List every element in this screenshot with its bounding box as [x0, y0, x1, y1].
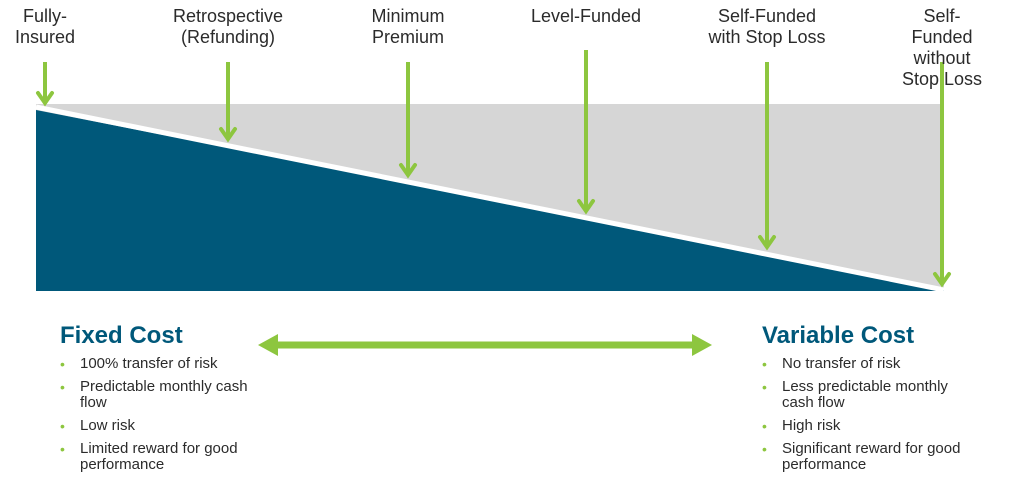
bullet-icon: • [762, 441, 767, 457]
spectrum-label: Self-Funded without Stop Loss [901, 6, 983, 89]
fixed-point: •100% transfer of risk [60, 355, 218, 373]
bullet-icon: • [60, 356, 65, 372]
down-arrow-icon [933, 62, 951, 288]
variable-point: •High risk [762, 417, 841, 435]
variable-point: •No transfer of risk [762, 355, 901, 373]
double-arrow [258, 334, 712, 356]
variable-cost-title: Variable Cost [762, 322, 915, 349]
bullet-icon: • [762, 418, 767, 434]
fixed-cost-title: Fixed Cost [60, 322, 183, 349]
spectrum-label: Self-Funded with Stop Loss [708, 6, 826, 47]
spectrum-label: Level-Funded [530, 6, 642, 26]
bullet-icon: • [60, 418, 65, 434]
spectrum-label: Fully- Insured [14, 6, 76, 47]
fixed-cost-panel: Fixed Cost •100% transfer of risk •Predi… [60, 322, 260, 480]
down-arrow-icon [758, 62, 776, 251]
fixed-point: •Low risk [60, 417, 136, 435]
bullet-icon: • [762, 379, 767, 395]
variable-point: •Less predictable monthly cash flow [762, 378, 948, 411]
fixed-point: •Limited reward for good performance [60, 440, 238, 473]
down-arrow-icon [36, 62, 54, 107]
diagonal-divider [35, 104, 945, 293]
arrow-group [36, 50, 951, 288]
spectrum-label: Minimum Premium [371, 6, 445, 47]
spectrum-label: Retrospective (Refunding) [172, 6, 284, 47]
bullet-icon: • [60, 441, 65, 457]
down-arrow-icon [577, 50, 595, 215]
down-arrow-icon [399, 62, 417, 179]
down-arrow-icon [219, 62, 237, 143]
fixed-point: •Predictable monthly cash flow [60, 378, 248, 411]
bullet-icon: • [762, 356, 767, 372]
bullet-icon: • [60, 379, 65, 395]
variable-point: •Significant reward for good performance [762, 440, 961, 473]
variable-cost-panel: Variable Cost •No transfer of risk •Less… [762, 322, 962, 480]
